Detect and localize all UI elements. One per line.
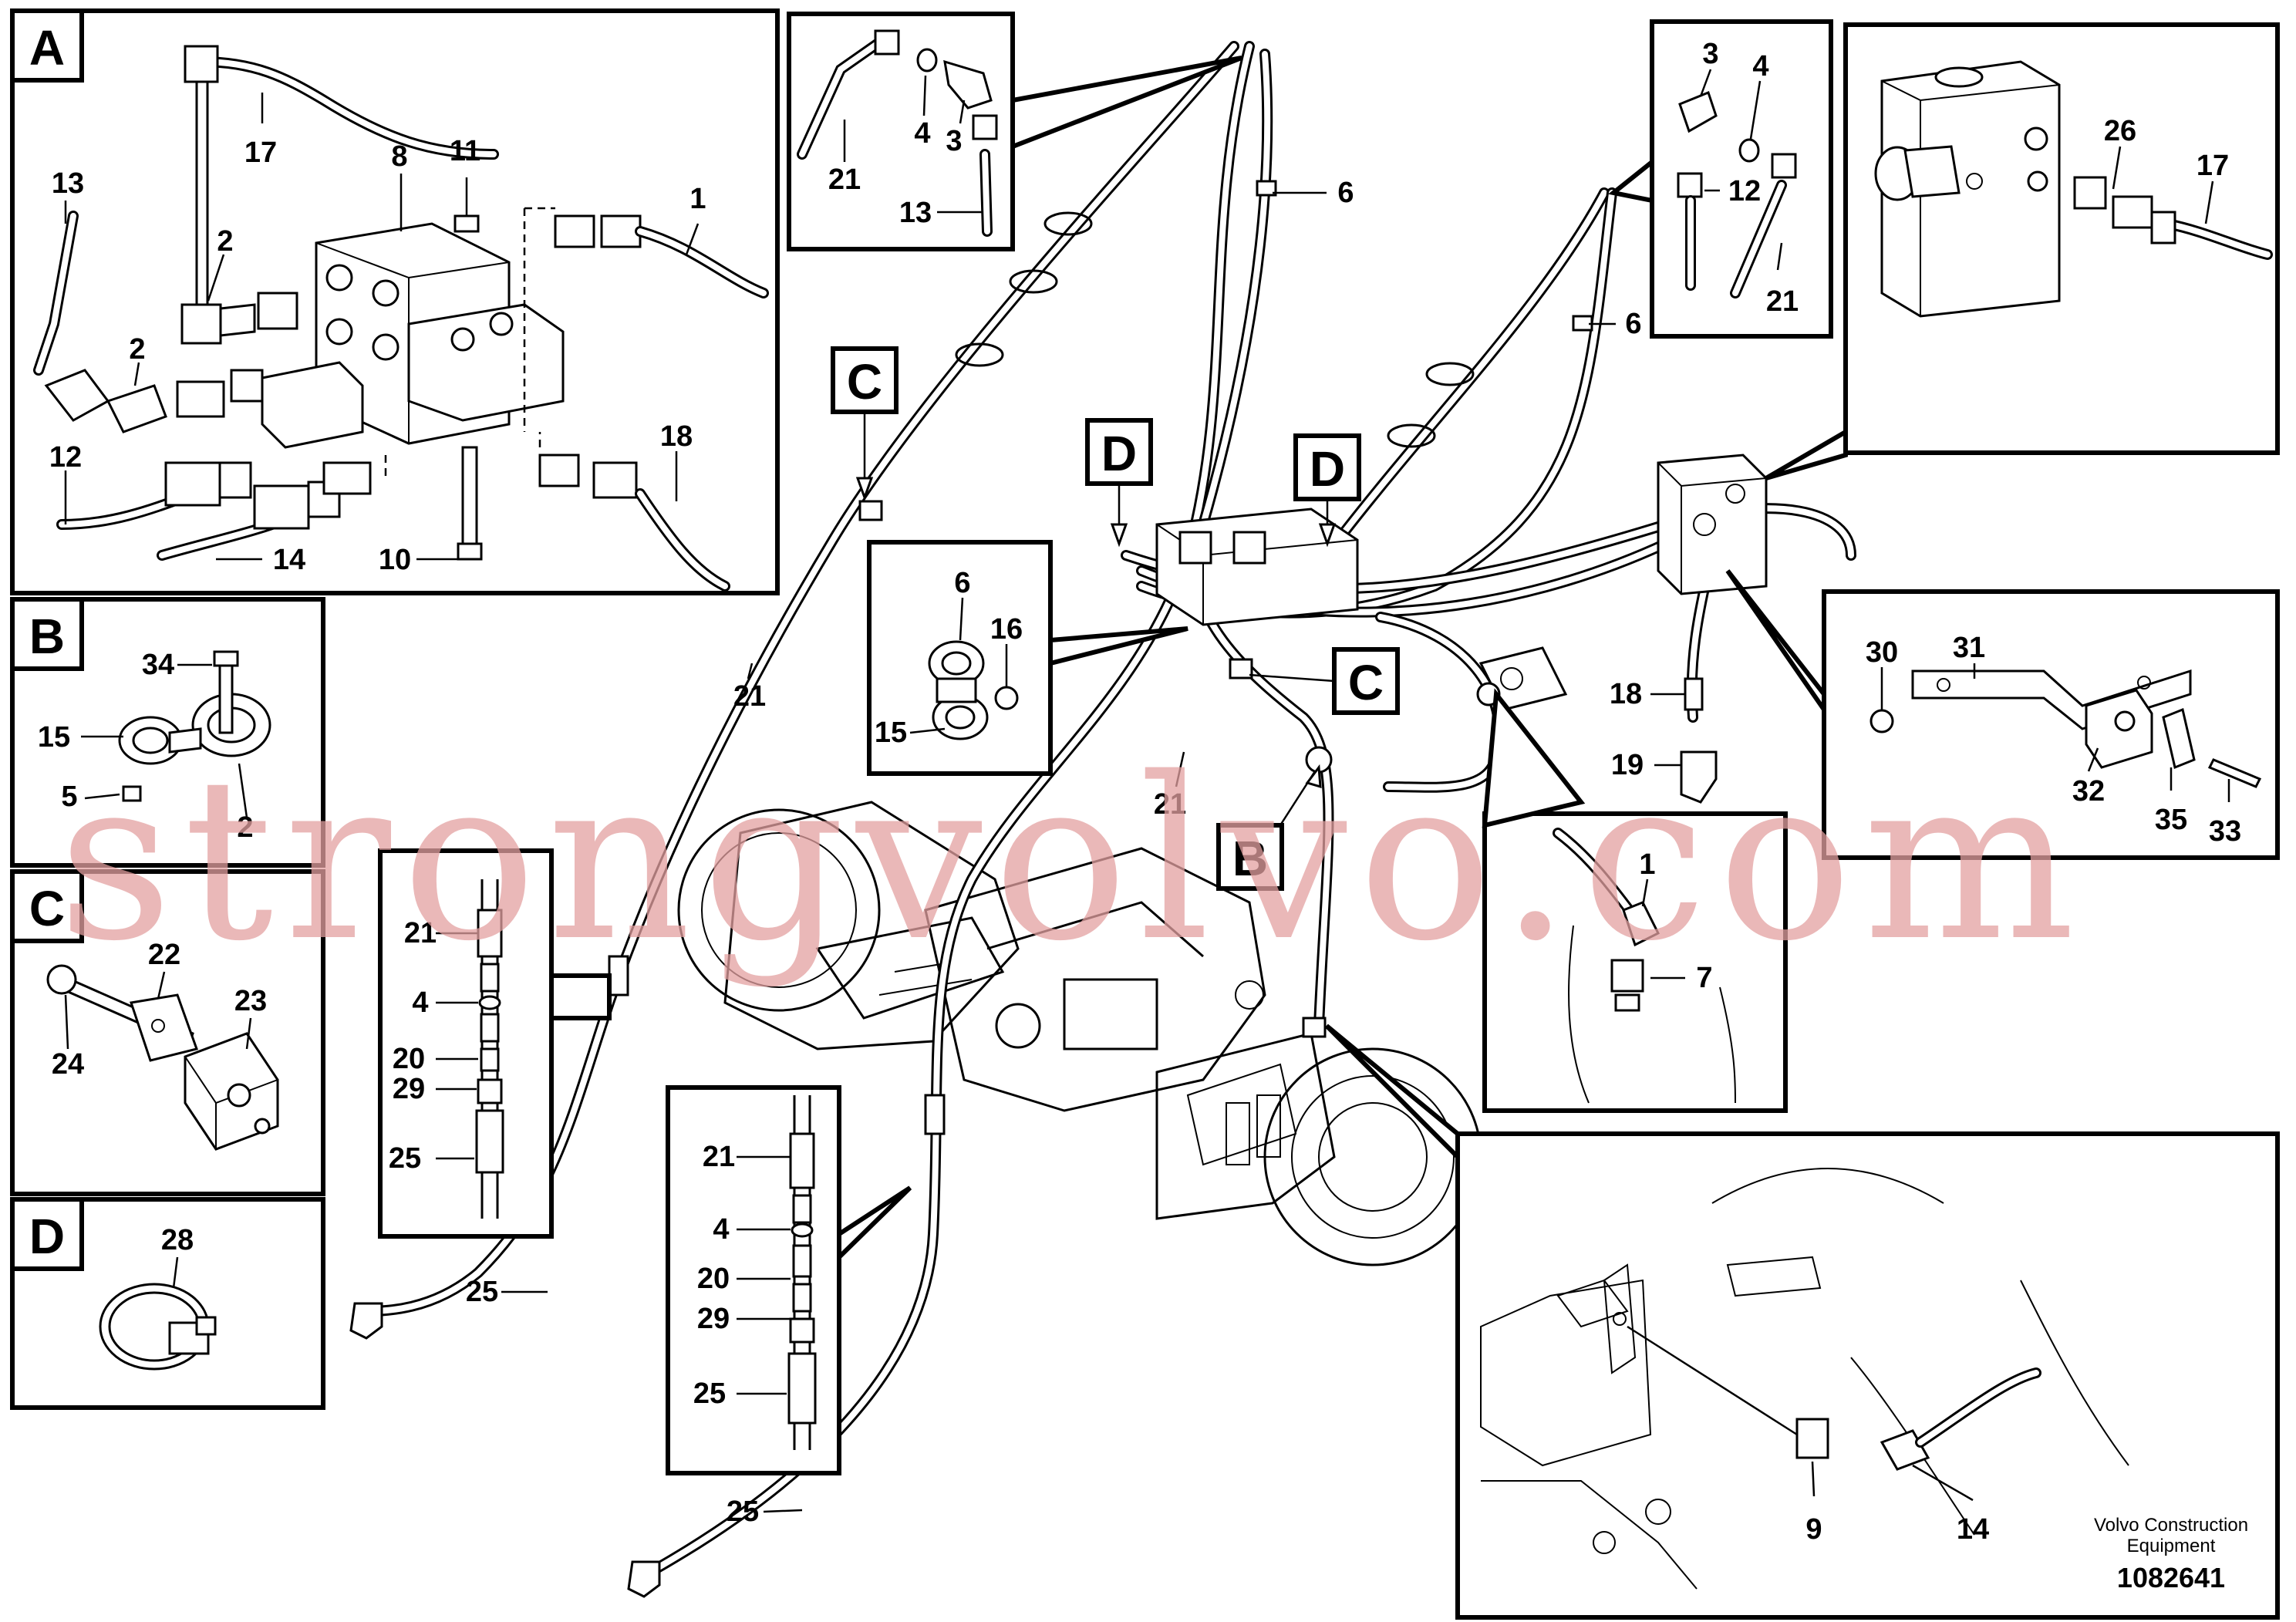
callout-6-main-right: 6 <box>1625 308 1641 340</box>
callout-21-main-center: 21 <box>1154 788 1186 821</box>
callout-31: 31 <box>1953 632 1985 664</box>
credit-block: Volvo Construction Equipment 1082641 <box>2094 1515 2248 1593</box>
callout-11: 11 <box>450 135 480 167</box>
callout-2-lower: 2 <box>129 333 145 366</box>
callout-14-axle: 14 <box>1957 1513 1989 1546</box>
panel-b-tag: B <box>29 609 65 664</box>
tag-c-upper: C <box>847 354 882 410</box>
panel-b: B 34 15 5 2 <box>10 597 325 868</box>
detail-top-right: 3 4 12 21 <box>1608 19 1833 339</box>
callout-23: 23 <box>234 985 267 1017</box>
callout-25-hc: 25 <box>693 1378 726 1410</box>
callout-26: 26 <box>2104 115 2136 147</box>
document-number: 1082641 <box>2117 1562 2225 1593</box>
callout-15: 15 <box>38 721 70 754</box>
callout-35: 35 <box>2155 804 2187 836</box>
callout-4-hc: 4 <box>713 1213 729 1246</box>
credit-line-1: Volvo Construction <box>2094 1515 2248 1536</box>
callout-25-main-left: 25 <box>466 1276 498 1308</box>
hose-detail-left: 21 4 20 29 25 <box>378 848 612 1239</box>
bracket-detail: 30 31 32 35 33 <box>1725 569 2280 860</box>
valve-detail: 26 17 <box>1765 22 2280 481</box>
callout-18: 18 <box>660 420 693 453</box>
callout-1: 1 <box>689 183 706 215</box>
callout-13: 13 <box>52 167 84 200</box>
watermark-text: strongvolvo.com <box>58 730 2086 990</box>
callout-30: 30 <box>1866 636 1898 669</box>
callout-21-hc: 21 <box>703 1141 735 1173</box>
callout-21-tl: 21 <box>828 164 861 196</box>
credit-line-2: Equipment <box>2127 1536 2216 1556</box>
clamp-detail: 6 16 15 <box>867 540 1188 776</box>
callout-15-clamp: 15 <box>875 717 907 749</box>
callout-34: 34 <box>142 649 174 681</box>
tag-d-right: D <box>1310 441 1345 497</box>
callout-28: 28 <box>161 1224 194 1256</box>
callout-6-main-top: 6 <box>1337 177 1354 209</box>
panel-a-tag: A <box>29 20 65 76</box>
callout-6-clamp: 6 <box>954 567 970 599</box>
panel-d: D 28 <box>10 1197 325 1410</box>
callout-32: 32 <box>2072 775 2105 808</box>
callout-20-hc: 20 <box>697 1263 730 1295</box>
main-valve-block <box>1155 454 1768 711</box>
axle-assembly <box>677 801 1482 1266</box>
callout-2-upper: 2 <box>217 225 233 258</box>
callout-7: 7 <box>1696 962 1712 994</box>
panel-c: C 22 23 24 <box>10 869 325 1196</box>
callout-18-main: 18 <box>1610 678 1642 710</box>
callout-22: 22 <box>148 939 180 971</box>
callout-5: 5 <box>61 781 77 813</box>
main-callouts: 6 6 21 21 18 19 25 25 <box>466 177 1685 1528</box>
hose-detail-center: 21 4 20 29 25 <box>666 1085 912 1475</box>
tag-c-lower: C <box>1348 655 1384 710</box>
callout-21-tr: 21 <box>1766 285 1799 318</box>
callout-24: 24 <box>52 1048 84 1081</box>
callout-33: 33 <box>2209 815 2241 848</box>
callout-8: 8 <box>391 140 407 173</box>
callout-21-hl: 21 <box>404 917 437 949</box>
callout-4-tl: 4 <box>914 117 930 150</box>
callout-13-tl: 13 <box>899 197 932 229</box>
callout-12-tr: 12 <box>1728 175 1761 207</box>
fitting-detail-right: 1 7 <box>1482 688 1788 1113</box>
main-view-tags: C D D C B <box>831 346 1400 891</box>
callout-14: 14 <box>273 544 305 576</box>
panel-a-callouts: 17 11 8 13 2 1 2 12 18 14 10 <box>49 93 706 576</box>
callout-3-tl: 3 <box>946 125 962 157</box>
callout-9: 9 <box>1805 1513 1822 1546</box>
callout-4-tr: 4 <box>1752 50 1768 83</box>
callout-2-b: 2 <box>237 811 253 844</box>
detail-top-left: 21 4 3 13 <box>787 12 1243 251</box>
callout-20-hl: 20 <box>393 1043 425 1075</box>
callout-17: 17 <box>244 137 277 169</box>
callout-25-hl: 25 <box>389 1142 421 1175</box>
panel-a: A <box>10 8 780 595</box>
callout-4-hl: 4 <box>412 986 428 1019</box>
callout-21-main-left: 21 <box>733 680 766 713</box>
callout-19-main: 19 <box>1611 749 1644 781</box>
callout-17-valve: 17 <box>2197 150 2229 182</box>
tag-b: B <box>1232 831 1268 886</box>
panel-c-tag: C <box>29 881 65 936</box>
axle-detail: 9 14 <box>1324 1023 2280 1620</box>
hose-clips <box>349 180 1718 1598</box>
callout-1-fitting: 1 <box>1639 848 1655 881</box>
panel-d-tag: D <box>29 1209 65 1264</box>
callout-16: 16 <box>990 613 1023 646</box>
callout-10: 10 <box>379 544 411 576</box>
callout-25-main-bottom: 25 <box>727 1496 759 1528</box>
callout-29-hl: 29 <box>393 1073 425 1105</box>
callout-12: 12 <box>49 441 82 474</box>
callout-3-tr: 3 <box>1702 38 1718 70</box>
tag-d-left: D <box>1101 426 1137 481</box>
callout-29-hc: 29 <box>697 1303 730 1335</box>
